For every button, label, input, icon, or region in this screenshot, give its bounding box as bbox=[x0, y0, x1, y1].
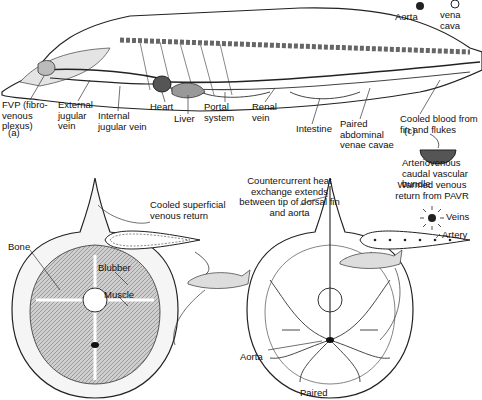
part-label: Aorta bbox=[395, 12, 435, 23]
part-label: Veins bbox=[446, 212, 482, 223]
part-label: Liver bbox=[174, 114, 204, 125]
part-label: Warmed venous return from PAVR bbox=[386, 180, 478, 201]
part-label: Cooled superficial venous return bbox=[150, 200, 230, 221]
part-label: Aorta bbox=[240, 352, 272, 363]
part-label: Heart bbox=[150, 102, 182, 113]
part-label: (a) bbox=[8, 128, 28, 139]
part-label: Blubber bbox=[98, 263, 143, 274]
part-label: Paired bbox=[300, 388, 340, 399]
part-label: FVP (fibro-venous plexus) bbox=[2, 100, 60, 132]
part-label: Internal jugular vein bbox=[98, 111, 148, 132]
part-label: (c) bbox=[404, 126, 424, 137]
part-label: vena cava bbox=[440, 10, 482, 31]
part-label: Intestine bbox=[296, 124, 341, 135]
part-label: Renal vein bbox=[252, 102, 292, 123]
part-label: Muscle bbox=[104, 290, 144, 301]
part-label: Portal system bbox=[204, 102, 249, 123]
part-label: Bone bbox=[8, 242, 38, 253]
part-label: Countercurrent heat exchange extends bet… bbox=[232, 176, 347, 218]
part-label: Paired abdominal venae cavae bbox=[340, 119, 398, 151]
part-label: Artery bbox=[442, 230, 482, 241]
